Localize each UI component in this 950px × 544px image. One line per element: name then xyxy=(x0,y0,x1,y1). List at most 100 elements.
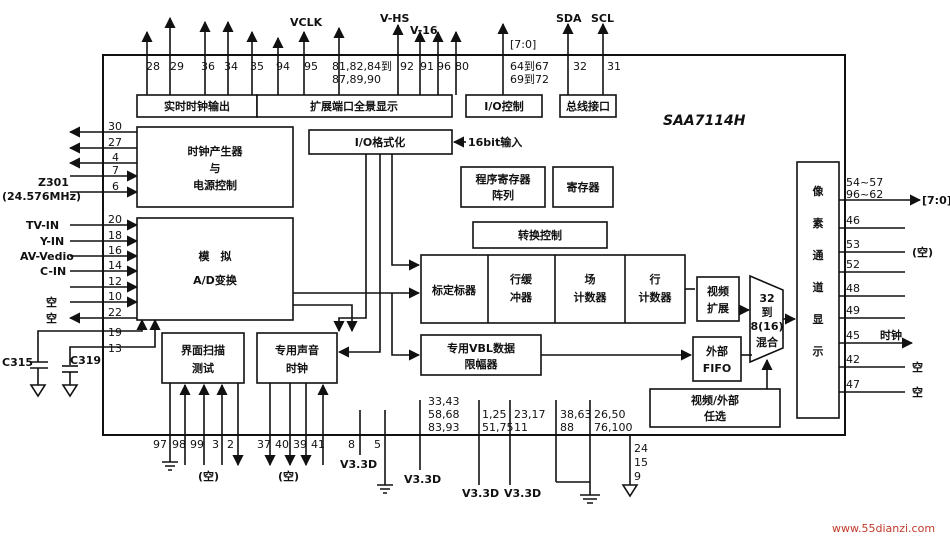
pixel-label-2: 素 xyxy=(813,216,824,230)
pin-group-b-1: 64到67 xyxy=(510,60,549,73)
video-extend-label-2: 扩展 xyxy=(707,301,730,315)
nc-bottom-a: (空) xyxy=(198,469,219,483)
vcc-label-c: V3.3D xyxy=(462,487,499,500)
pin-18: 18 xyxy=(108,229,122,242)
pin-group-2-a: 1,25 xyxy=(482,408,507,421)
pin-47: 47 xyxy=(846,378,860,391)
pin-3: 3 xyxy=(212,438,219,451)
pin-45: 45 xyxy=(846,329,860,342)
mux-label-3: 8(16) xyxy=(750,320,783,333)
external-fifo-label-2: FIFO xyxy=(703,362,731,375)
io-format-label: I/O格式化 xyxy=(355,135,405,149)
pin-group-b-2: 69到72 xyxy=(510,73,549,86)
top-bus-label: [7:0] xyxy=(510,38,536,51)
pin-40: 40 xyxy=(275,438,289,451)
program-register-label-1: 程序寄存器 xyxy=(476,172,532,186)
video-external-select-block xyxy=(649,388,781,428)
capacitor-c319 xyxy=(61,365,79,398)
vbl-slicer-block xyxy=(420,334,542,376)
bus-pins-1: 54~57 xyxy=(846,176,883,189)
pin-14: 14 xyxy=(108,259,122,272)
capacitor-c315 xyxy=(29,340,48,398)
ext-port-label: 扩展端口全景显示 xyxy=(310,99,398,113)
pin-35: 35 xyxy=(250,60,264,73)
scaler-row xyxy=(420,254,686,324)
input-c-in: C-IN xyxy=(40,265,66,278)
pin-13: 13 xyxy=(108,342,122,355)
pixel-channel-block xyxy=(796,161,840,419)
pin-22: 22 xyxy=(108,306,122,319)
pixel-label-6: 示 xyxy=(812,345,824,358)
pin-29: 29 xyxy=(170,60,184,73)
pin-39: 39 xyxy=(293,438,307,451)
left-pin-lines xyxy=(37,126,161,365)
pin-group-a-2: 87,89,90 xyxy=(332,73,381,86)
mux-label-1: 32 xyxy=(759,292,774,305)
pin-34: 34 xyxy=(224,60,238,73)
pin-group-3-b: 11 xyxy=(514,421,528,434)
pin-37: 37 xyxy=(257,438,271,451)
pin-36: 36 xyxy=(201,60,215,73)
pin-2: 2 xyxy=(227,438,234,451)
vcc-label-a: V3.3D xyxy=(340,458,377,471)
pin-53: 53 xyxy=(846,238,860,251)
conversion-control-label: 转换控制 xyxy=(518,228,562,242)
crystal-freq: (24.576MHz) xyxy=(2,190,81,203)
video-external-select-label-2: 任选 xyxy=(703,409,726,423)
bottom-pin-numbers: 97 98 99 3 2 (空) 37 40 39 41 (空) 8 5 V3.… xyxy=(153,395,648,500)
signal-scl: SCL xyxy=(591,12,614,25)
pin-group-1-b: 58,68 xyxy=(428,408,460,421)
pin-32: 32 xyxy=(573,60,587,73)
vbl-slicer-label-1: 专用VBL数据 xyxy=(447,341,515,355)
clock-generator-label-2: 与 xyxy=(210,162,221,175)
pin-94: 94 xyxy=(276,60,290,73)
nc-47-label: 空 xyxy=(912,385,923,399)
pixel-label-4: 道 xyxy=(813,280,824,294)
pixel-label-3: 通 xyxy=(813,249,824,262)
adc-label-2: A/D变换 xyxy=(193,273,238,287)
pin-41: 41 xyxy=(311,438,325,451)
pin-10: 10 xyxy=(108,290,122,303)
pin-48: 48 xyxy=(846,282,860,295)
pin-52: 52 xyxy=(846,258,860,271)
input-av-vedio: AV-Vedio xyxy=(20,250,74,263)
adc-label-1: 模 拟 xyxy=(199,249,232,263)
pin-group-5-b: 76,100 xyxy=(594,421,633,434)
mux-label-2: 到 xyxy=(762,305,773,319)
conversion-control-block xyxy=(472,221,608,249)
adc-block xyxy=(136,217,294,321)
line-counter-label-1: 行 xyxy=(649,272,661,286)
pin-7: 7 xyxy=(112,164,119,177)
pin-5: 5 xyxy=(374,438,381,451)
pin-97: 97 xyxy=(153,438,167,451)
watermark: www.55dianzi.com xyxy=(832,522,935,535)
video-external-select-label-1: 视频/外部 xyxy=(691,393,739,407)
signal-vhs: V-HS xyxy=(380,12,409,25)
line-counter-label-2: 计数器 xyxy=(639,290,673,304)
pin-99: 99 xyxy=(190,438,204,451)
pin-20: 20 xyxy=(108,213,122,226)
pin-98: 98 xyxy=(172,438,186,451)
clock-generator-block xyxy=(136,126,294,208)
bus-interface-label: 总线接口 xyxy=(566,99,610,113)
mux-block xyxy=(749,274,784,364)
external-fifo-block xyxy=(692,336,742,382)
crystal-label: Z301 xyxy=(38,176,69,189)
pin-group-4-b: 88 xyxy=(560,421,574,434)
pin-group-1-a: 33,43 xyxy=(428,395,460,408)
field-counter-label-2: 计数器 xyxy=(574,290,608,304)
pin-16: 16 xyxy=(108,244,122,257)
pin-92: 92 xyxy=(400,60,414,73)
pin-96: 96 xyxy=(437,60,451,73)
bottom-pin-lines xyxy=(162,383,639,504)
pin-group-5-a: 26,50 xyxy=(594,408,626,421)
bus-pins-2: 96~62 xyxy=(846,188,883,201)
clock-out-label: 时钟 xyxy=(880,328,902,342)
scan-test-label-2: 测试 xyxy=(192,361,214,375)
vcc-label-d: V3.3D xyxy=(504,487,541,500)
io-control-label: I/O控制 xyxy=(484,99,523,113)
register-block xyxy=(552,166,614,208)
io-format-block xyxy=(308,129,453,155)
signal-v16: V-16 xyxy=(410,24,438,37)
